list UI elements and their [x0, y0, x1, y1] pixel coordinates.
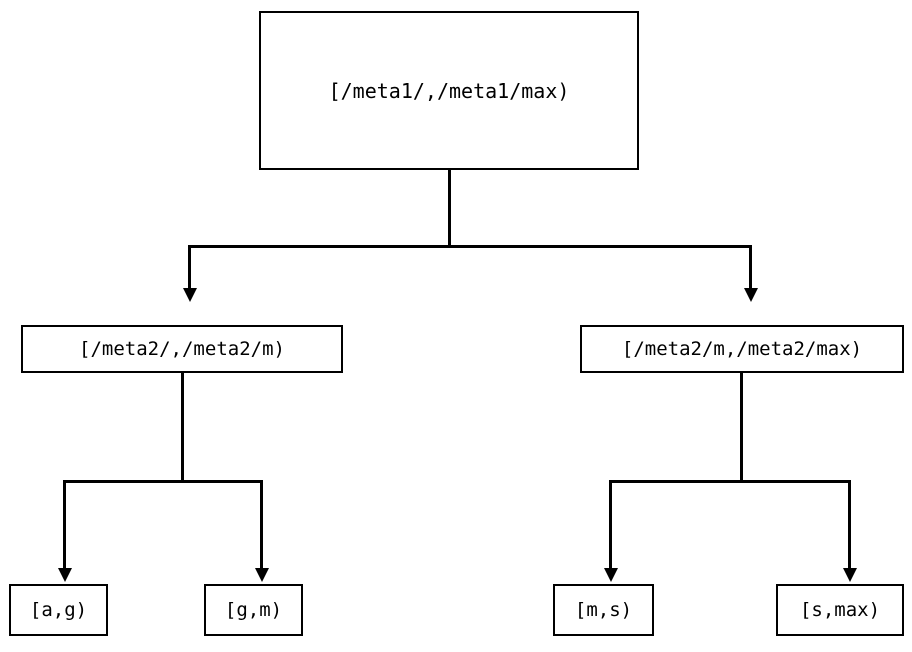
tree-node-leaf-ag-label: [a,g): [29, 598, 88, 621]
tree-node-leaf-smax[interactable]: [s,max): [776, 584, 904, 636]
tree-node-mid-left-label: [/meta2/,/meta2/m): [79, 337, 285, 360]
tree-node-leaf-ms[interactable]: [m,s): [553, 584, 654, 636]
arrowhead-down-icon-leaf-ms: [604, 568, 618, 582]
tree-node-mid-right[interactable]: [/meta2/m,/meta2/max): [580, 325, 904, 373]
edge-mid-right-to-leaf-ms: [609, 480, 612, 569]
tree-node-leaf-ag[interactable]: [a,g): [9, 584, 108, 636]
arrowhead-down-icon-mid-right: [744, 288, 758, 302]
edge-level1-horizontal-bar: [188, 245, 752, 248]
edge-right-subtree-horizontal-bar: [609, 480, 851, 483]
tree-node-leaf-smax-label: [s,max): [799, 598, 881, 621]
edge-mid-left-to-leaf-ag: [63, 480, 66, 569]
tree-node-leaf-ms-label: [m,s): [574, 598, 633, 621]
arrowhead-down-icon-leaf-ag: [58, 568, 72, 582]
edge-mid-left-stem: [181, 373, 184, 483]
tree-node-leaf-gm[interactable]: [g,m): [204, 584, 303, 636]
edge-mid-right-to-leaf-smax: [848, 480, 851, 569]
arrowhead-down-icon-mid-left: [183, 288, 197, 302]
arrowhead-down-icon-leaf-smax: [843, 568, 857, 582]
edge-mid-right-stem: [740, 373, 743, 483]
edge-left-subtree-horizontal-bar: [63, 480, 263, 483]
edge-root-to-mid-right: [749, 245, 752, 289]
arrowhead-down-icon-leaf-gm: [255, 568, 269, 582]
tree-node-root-label: [/meta1/,/meta1/max): [328, 78, 570, 103]
tree-node-mid-right-label: [/meta2/m,/meta2/max): [621, 337, 863, 360]
tree-node-mid-left[interactable]: [/meta2/,/meta2/m): [21, 325, 343, 373]
edge-mid-left-to-leaf-gm: [260, 480, 263, 569]
edge-root-to-mid-left: [188, 245, 191, 289]
tree-node-root[interactable]: [/meta1/,/meta1/max): [259, 11, 639, 170]
edge-root-stem: [448, 170, 451, 246]
tree-node-leaf-gm-label: [g,m): [224, 598, 283, 621]
